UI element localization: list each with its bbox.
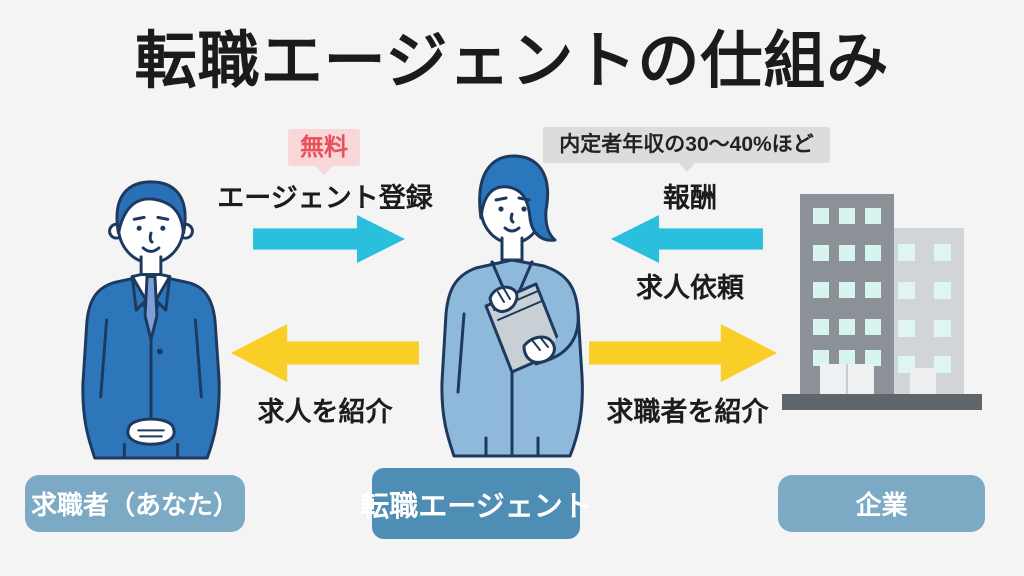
page-title: 転職エージェントの仕組み (134, 27, 890, 96)
entity-box-job-seeker: 求職者（あなた） (25, 475, 245, 532)
company-building-icon (782, 192, 982, 410)
arrow-right-icon (588, 322, 780, 384)
flow-label-job-request: 求人依頼 (636, 273, 744, 303)
entity-box-agent: 転職エージェント (360, 468, 592, 539)
arrow-left-icon (228, 322, 420, 384)
entity-box-company: 企業 (778, 475, 985, 532)
free-badge: 無料 (288, 129, 360, 175)
job-seeker-illustration (66, 172, 236, 460)
arrow-right-icon (252, 214, 408, 264)
arrow-left-icon (608, 214, 764, 264)
flow-label-introduce-jobs: 求人を紹介 (257, 397, 393, 427)
flow-label-introduce-job-seekers: 求職者を紹介 (606, 397, 769, 427)
flow-label-agent-register: エージェント登録 (217, 183, 433, 213)
flow-label-reward: 報酬 (663, 183, 717, 213)
fee-note-badge: 内定者年収の30〜40%ほど (543, 127, 830, 172)
agent-illustration (420, 148, 605, 458)
